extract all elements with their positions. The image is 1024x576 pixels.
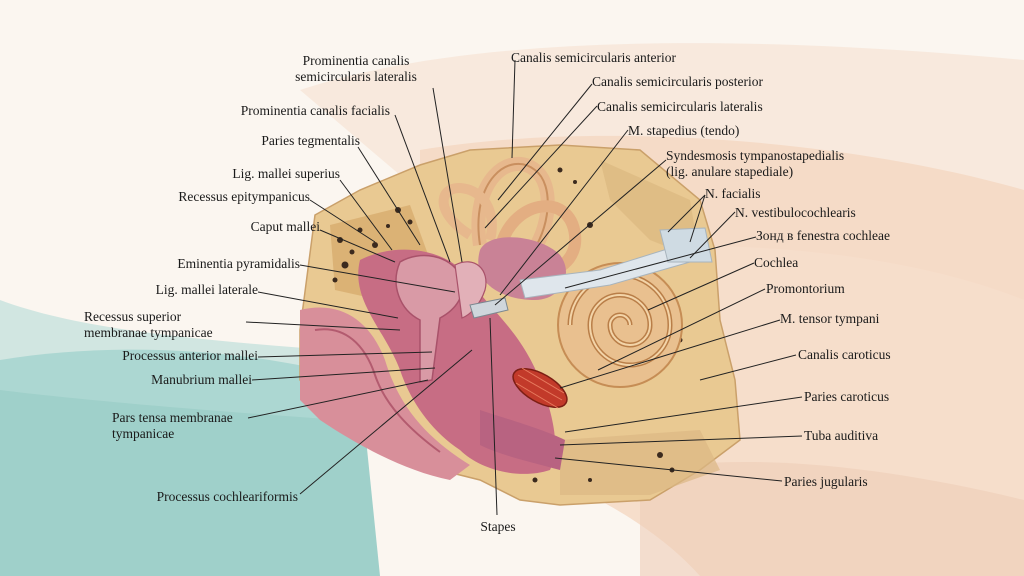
- label-canalis-semicircularis-lateralis: Canalis semicircularis lateralis: [597, 99, 763, 114]
- label-canalis-semicircularis-anterior: Canalis semicircularis anterior: [511, 50, 676, 65]
- label-syndesmosis-tympanostapedialis: Syndesmosis tympanostapedialis (lig. anu…: [666, 148, 845, 179]
- label-caput-mallei: Caput mallei: [250, 219, 320, 234]
- label-recessus-superior-membranae-tympanicae: Recessus superior membranae tympanicae: [84, 309, 213, 340]
- stapes-bone: [469, 297, 509, 319]
- label-n-facialis: N. facialis: [705, 186, 761, 201]
- label-lig-mallei-superius: Lig. mallei superius: [232, 166, 340, 181]
- label-paries-caroticus: Paries caroticus: [804, 389, 890, 404]
- label-promontorium: Promontorium: [766, 281, 845, 296]
- label-manubrium-mallei: Manubrium mallei: [151, 372, 252, 387]
- leader-lines: [245, 59, 803, 516]
- label-eminentia-pyramidalis: Eminentia pyramidalis: [177, 256, 300, 271]
- label-tuba-auditiva: Tuba auditiva: [804, 428, 879, 443]
- label-cochlea: Cochlea: [754, 255, 799, 270]
- label-paries-jugularis: Paries jugularis: [784, 474, 868, 489]
- cochlea-spiral: [557, 262, 683, 388]
- label-pars-tensa-membranae-tympanicae: Pars tensa membranae tympanicae: [112, 410, 233, 441]
- incus: [454, 261, 487, 319]
- label-processus-anterior-mallei: Processus anterior mallei: [122, 348, 258, 363]
- label-n-vestibulocochlearis: N. vestibulocochlearis: [735, 205, 856, 220]
- label-m-tensor-tympani: M. tensor tympani: [780, 311, 880, 326]
- label-processus-cochleariformis: Processus cochleariformis: [156, 489, 298, 504]
- label-lig-mallei-laterale: Lig. mallei laterale: [155, 282, 258, 297]
- label-m-stapedius-tendo: M. stapedius (tendo): [628, 123, 740, 138]
- label-paries-tegmentalis: Paries tegmentalis: [261, 133, 360, 148]
- label-prominentia-canalis-semicircularis-lateralis: Prominentia canalis semicircularis later…: [295, 53, 417, 84]
- label-recessus-epitympanicus: Recessus epitympanicus: [178, 189, 310, 204]
- malleus: [395, 254, 464, 383]
- label-canalis-caroticus: Canalis caroticus: [798, 347, 891, 362]
- tuba-auditiva-region: [480, 410, 565, 470]
- external-canal: [300, 307, 470, 480]
- semicircular-canal-lateral: [438, 183, 497, 242]
- label-stapes: Stapes: [480, 519, 516, 534]
- label-canalis-semicircularis-posterior: Canalis semicircularis posterior: [592, 74, 763, 89]
- label-prominentia-canalis-facialis: Prominentia canalis facialis: [240, 103, 390, 118]
- label-zond-fenestra-cochleae: Зонд в fenestra cochleae: [756, 228, 891, 243]
